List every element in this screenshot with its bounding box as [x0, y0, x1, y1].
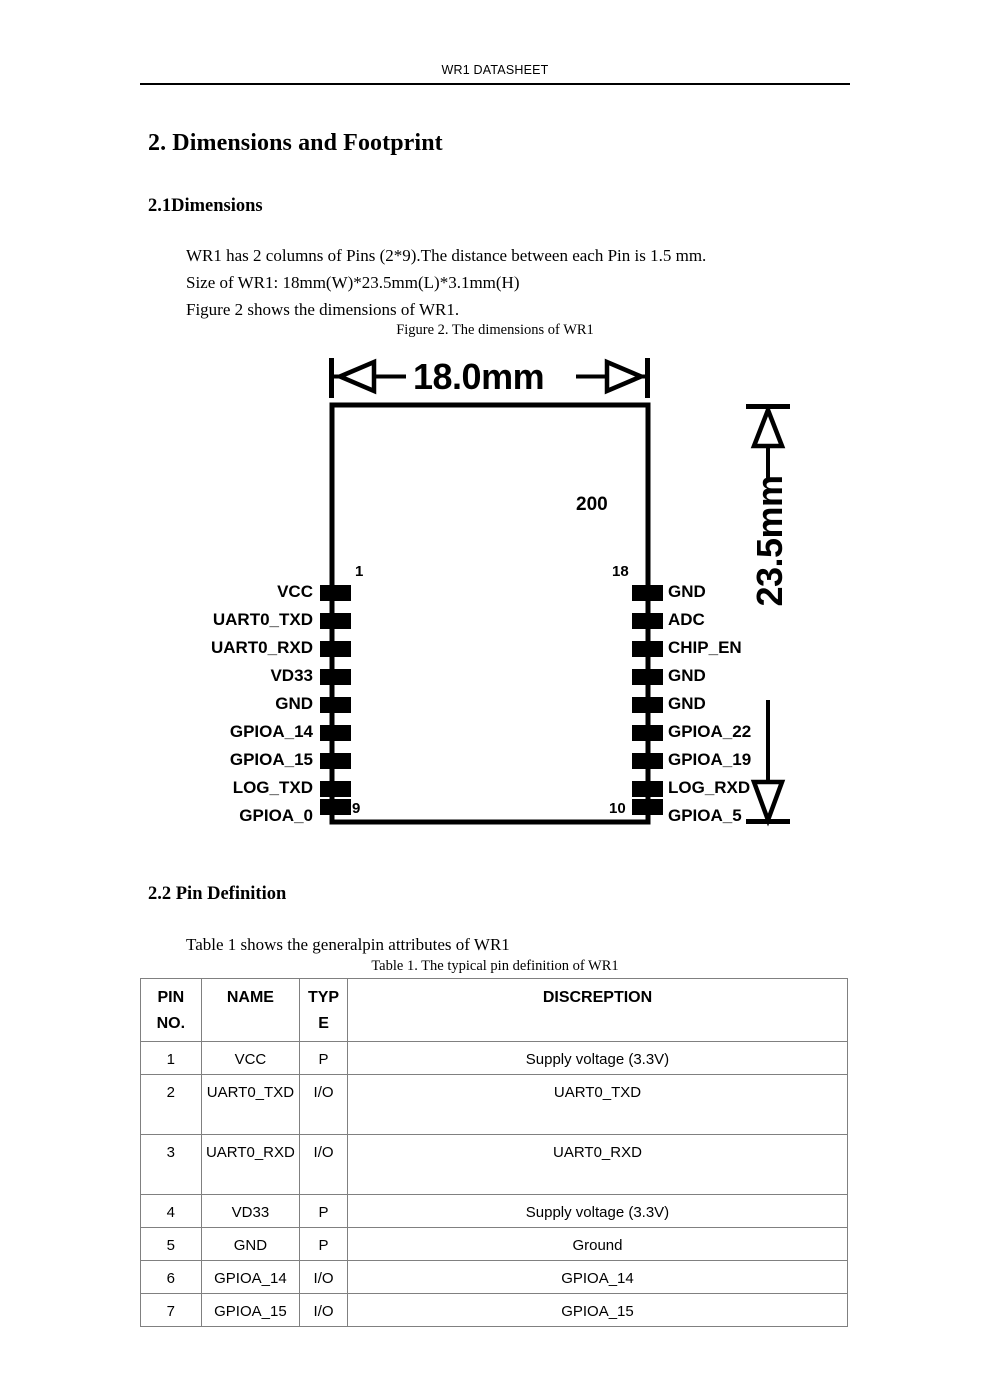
cell-description: UART0_RXD: [346, 1134, 849, 1195]
cell-name: VD33: [200, 1194, 301, 1228]
column-header-name-text: NAME: [226, 989, 274, 1006]
cell-type: I/O: [299, 1293, 348, 1327]
cell-pin-no: 2: [140, 1074, 202, 1135]
right-pin-label: GND: [668, 666, 706, 685]
pin-number-18: 18: [612, 563, 629, 580]
inner-label-200: 200: [576, 494, 608, 515]
left-pin-label: GPIOA_14: [229, 722, 313, 741]
right-pin-label: GPIOA_22: [668, 722, 752, 741]
cell-type: P: [299, 1041, 348, 1075]
pin-number-1: 1: [355, 563, 364, 580]
right-pin-label: GPIOA_5: [668, 806, 742, 825]
left-pin-label: GPIOA_15: [229, 750, 313, 769]
right-pad-group: [632, 585, 663, 815]
page-header-title: WR1 DATASHEET: [441, 63, 549, 77]
right-pin-label: GPIOA_19: [668, 750, 752, 769]
cell-pin-no: 7: [140, 1293, 202, 1327]
cell-name: GPIOA_14: [200, 1260, 301, 1294]
left-pin-labels: VCC UART0_TXD UART0_RXD VD33 GND GPIOA_1…: [120, 578, 313, 830]
cell-name: GND: [200, 1227, 301, 1261]
column-header-pin-line2: NO.: [156, 1015, 186, 1032]
column-header-type: TYP E: [299, 978, 348, 1042]
column-header-description-text: DISCREPTION: [542, 989, 653, 1006]
left-pin-label: UART0_RXD: [210, 638, 313, 657]
cell-description: GPIOA_15: [346, 1293, 849, 1327]
column-header-type-line1: TYP: [307, 989, 340, 1006]
cell-name: GPIOA_15: [200, 1293, 301, 1327]
body-line-3: Figure 2 shows the dimensions of WR1.: [186, 300, 460, 319]
cell-pin-no: 6: [140, 1260, 202, 1294]
column-header-description: DISCREPTION: [346, 978, 849, 1042]
left-pad-group: [320, 585, 351, 815]
right-pin-label: GND: [668, 582, 706, 601]
right-pin-label: GND: [668, 694, 706, 713]
cell-pin-no: 3: [140, 1134, 202, 1195]
cell-description: GPIOA_14: [346, 1260, 849, 1294]
pin-number-9: 9: [352, 800, 361, 817]
page-header: WR1 DATASHEET: [140, 62, 850, 85]
heading-pin-definition: 2.2 Pin Definition: [148, 884, 287, 904]
right-pin-labels: GND ADC CHIP_EN GND GND GPIOA_22 GPIOA_1…: [668, 578, 868, 830]
right-pin-label: ADC: [668, 610, 705, 629]
right-pin-label: LOG_RXD: [668, 778, 751, 797]
left-pin-label: UART0_TXD: [212, 610, 313, 629]
page-title: 2. Dimensions and Footprint: [148, 130, 443, 156]
figure-caption: Figure 2. The dimensions of WR1: [396, 322, 594, 338]
cell-type: I/O: [299, 1260, 348, 1294]
body-line-1: WR1 has 2 columns of Pins (2*9).The dist…: [186, 246, 707, 265]
pin-number-10: 10: [609, 800, 626, 817]
left-pin-label: LOG_TXD: [232, 778, 313, 797]
cell-name: VCC: [200, 1041, 301, 1075]
column-header-type-line2: E: [318, 1015, 329, 1032]
cell-description: Supply voltage (3.3V): [346, 1194, 849, 1228]
left-pin-label: VD33: [270, 666, 313, 685]
column-header-pin-line1: PIN: [157, 989, 185, 1006]
cell-type: P: [299, 1227, 348, 1261]
cell-type: I/O: [299, 1074, 348, 1135]
left-pin-label: GPIOA_0: [239, 806, 313, 825]
cell-type: P: [299, 1194, 348, 1228]
column-header-pin-no: PIN NO.: [140, 978, 202, 1042]
cell-name: UART0_RXD: [200, 1134, 301, 1195]
column-header-name: NAME: [200, 978, 301, 1042]
page-header-rule: [140, 83, 850, 85]
cell-pin-no: 4: [140, 1194, 202, 1228]
cell-description: Supply voltage (3.3V): [346, 1041, 849, 1075]
cell-description: Ground: [346, 1227, 849, 1261]
cell-name: UART0_TXD: [200, 1074, 301, 1135]
module-outline: [329, 402, 651, 825]
cell-pin-no: 1: [140, 1041, 202, 1075]
heading-dimensions: 2.1Dimensions: [148, 196, 263, 216]
table-caption: Table 1. The typical pin definition of W…: [371, 958, 619, 974]
cell-type: I/O: [299, 1134, 348, 1195]
right-pin-label: CHIP_EN: [668, 638, 742, 657]
cell-pin-no: 5: [140, 1227, 202, 1261]
cell-description: UART0_TXD: [346, 1074, 849, 1135]
left-pin-label: VCC: [277, 582, 313, 601]
table-intro-text: Table 1 shows the generalpin attributes …: [186, 935, 510, 954]
body-line-2: Size of WR1: 18mm(W)*23.5mm(L)*3.1mm(H): [186, 273, 520, 292]
left-pin-label: GND: [275, 694, 313, 713]
table-header-row: PIN NO. NAME TYP E DISCREPTION: [140, 978, 849, 1042]
width-dimension-label: 18.0mm: [413, 356, 545, 397]
